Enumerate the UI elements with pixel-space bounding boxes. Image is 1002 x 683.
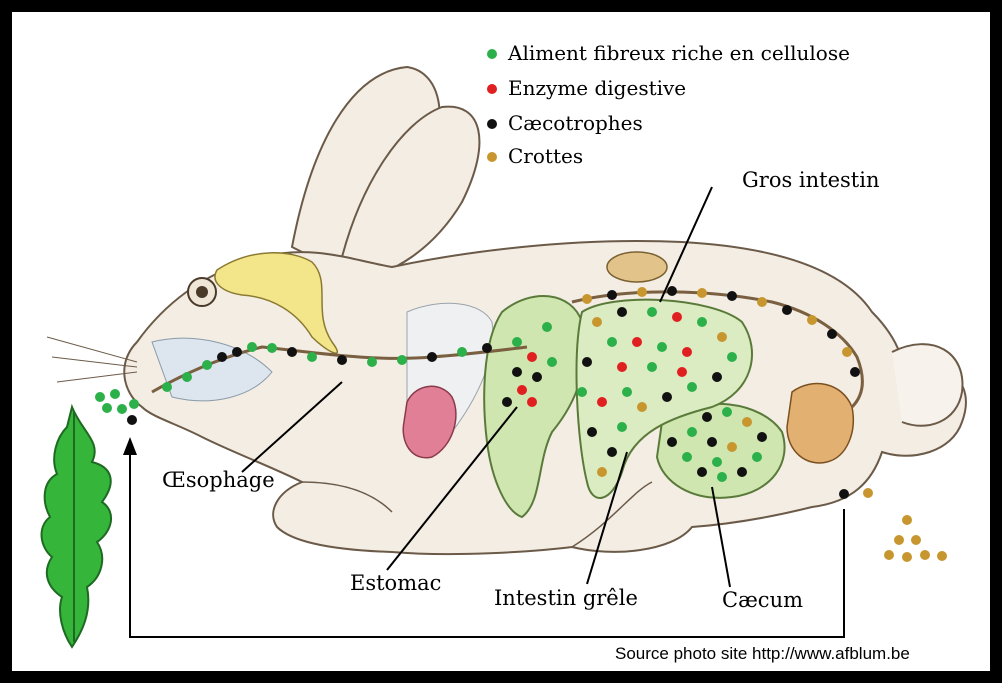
legend-label-fibre: Aliment fibreux riche en cellulose [507, 41, 850, 65]
rabbit-tail [892, 344, 962, 426]
excreted-pellets [839, 488, 947, 562]
legend-label-caecotrophes: Cæcotrophes [508, 111, 643, 135]
diagram-canvas: Gros intestin Œsophage Estomac Intestin … [12, 12, 990, 671]
rabbit-pupil [196, 286, 208, 298]
rectum-organ [787, 384, 853, 463]
legend-swatch-caecotrophes [487, 119, 497, 129]
label-intestin-grele: Intestin grêle [494, 586, 638, 610]
dandelion-leaf [42, 407, 112, 647]
label-caecum: Cæcum [722, 588, 803, 612]
rabbit-digestive-diagram: Gros intestin Œsophage Estomac Intestin … [12, 12, 990, 671]
legend-swatch-crottes [487, 152, 497, 162]
legend-swatch-fibre [487, 49, 497, 59]
label-oesophage: Œsophage [162, 468, 275, 492]
label-estomac: Estomac [350, 571, 441, 595]
legend-swatch-enzyme [487, 84, 497, 94]
legend-label-crottes: Crottes [508, 144, 583, 168]
legend-label-enzyme: Enzyme digestive [508, 76, 686, 100]
label-gros-intestin: Gros intestin [742, 168, 879, 192]
source-credit: Source photo site http://www.afblum.be [615, 644, 910, 663]
legend: Aliment fibreux riche en cellulose Enzym… [487, 41, 850, 168]
pancreas-organ [607, 252, 667, 282]
